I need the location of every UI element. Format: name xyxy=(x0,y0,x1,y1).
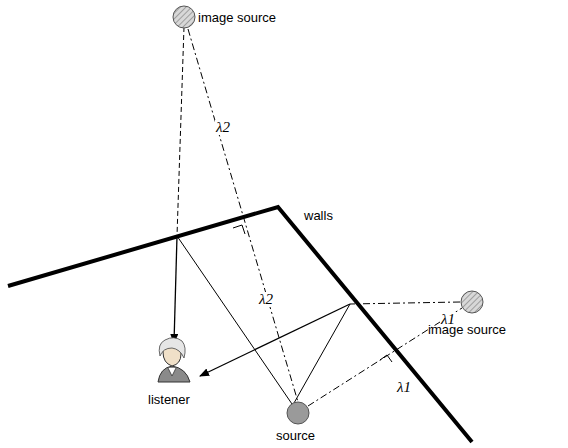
right-angle-mark xyxy=(233,225,245,234)
walls xyxy=(8,207,472,442)
distance-symbol: λ1 xyxy=(396,380,412,395)
source-label: source xyxy=(276,428,315,443)
image-source-label: image source xyxy=(198,10,276,25)
distance-symbol: λ1 xyxy=(440,312,456,327)
image-source-circle xyxy=(173,6,195,28)
listener-figure xyxy=(158,338,190,382)
image-source-circle xyxy=(461,291,483,313)
distance-symbol: λ2 xyxy=(258,292,274,307)
reflected-ray xyxy=(200,304,350,376)
incident-ray xyxy=(294,304,350,403)
listener-label: listener xyxy=(148,392,190,407)
right-angle-mark xyxy=(380,355,392,362)
virtual-ray xyxy=(177,27,184,236)
incident-ray xyxy=(177,236,292,404)
distance-symbol: λ2 xyxy=(215,120,231,135)
perpendicular-line xyxy=(188,29,298,402)
virtual-ray xyxy=(350,302,460,304)
reflected-ray xyxy=(174,236,177,343)
wall-label: walls xyxy=(304,208,333,223)
source-circle xyxy=(287,402,309,424)
